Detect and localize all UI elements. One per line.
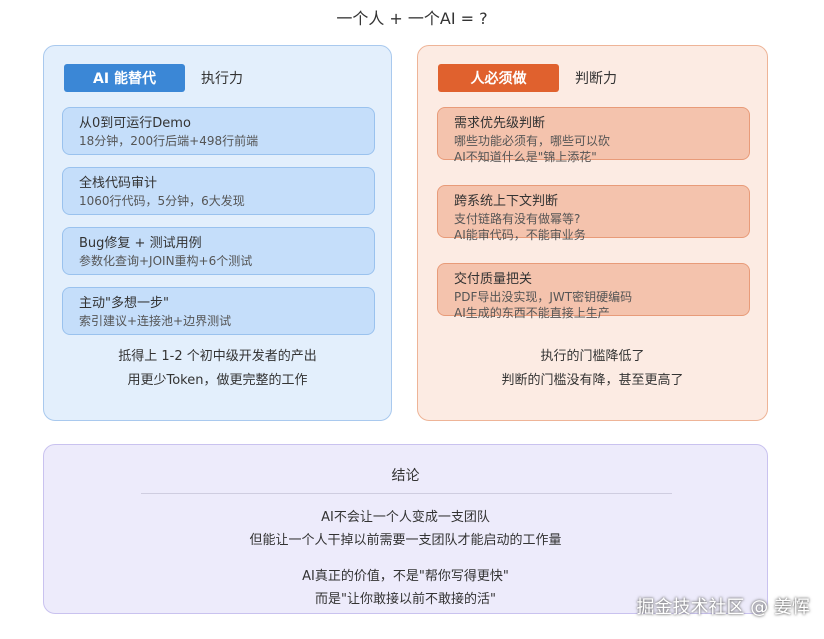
human-card: 交付质量把关 PDF导出没实现，JWT密钥硬编码 AI生成的东西不能直接上生产 (437, 263, 750, 320)
ai-panel-header: AI 能替代 执行力 (64, 64, 243, 92)
human-card: 需求优先级判断 哪些功能必须有，哪些可以砍 AI不知道什么是"锦上添花" (437, 107, 750, 164)
ai-card: 主动"多想一步" 索引建议+连接池+边界测试 (62, 287, 375, 335)
human-panel-header: 人必须做 判断力 (438, 64, 617, 92)
ai-card-desc: 索引建议+连接池+边界测试 (79, 314, 232, 328)
conclusion-title: 结论 (391, 468, 420, 484)
human-card-desc: 支付链路有没有做幂等? (454, 212, 581, 226)
ai-card-desc: 参数化查询+JOIN重构+6个测试 (79, 254, 253, 268)
human-card-desc: AI不知道什么是"锦上添花" (454, 150, 597, 164)
human-panel: 人必须做 判断力 需求优先级判断 哪些功能必须有，哪些可以砍 AI不知道什么是"… (417, 45, 768, 421)
ai-card-title: 从0到可运行Demo (79, 116, 191, 131)
human-card-desc: AI生成的东西不能直接上生产 (454, 306, 610, 320)
ai-card: Bug修复 + 测试用例 参数化查询+JOIN重构+6个测试 (62, 227, 375, 275)
human-footer-line: 执行的门槛降低了 (540, 349, 645, 364)
conclusion-panel: 结论 AI不会让一个人变成一支团队 但能让一个人干掉以前需要一支团队才能启动的工… (43, 444, 768, 614)
human-card-title: 需求优先级判断 (454, 116, 546, 131)
divider (141, 493, 672, 494)
human-card-title: 跨系统上下文判断 (454, 194, 559, 209)
ai-card-desc: 1060行代码，5分钟，6大发现 (79, 194, 245, 208)
ai-card-title: 主动"多想一步" (79, 296, 169, 311)
watermark: 掘金技术社区 @ 姜恽 (636, 597, 810, 618)
human-card-title: 交付质量把关 (454, 272, 533, 287)
conclusion-line: 但能让一个人干掉以前需要一支团队才能启动的工作量 (249, 533, 562, 548)
conclusion-line: AI不会让一个人变成一支团队 (321, 510, 490, 525)
human-card-desc: AI能审代码，不能审业务 (454, 228, 586, 242)
human-card-desc: PDF导出没实现，JWT密钥硬编码 (454, 290, 633, 304)
ai-card-title: 全栈代码审计 (79, 176, 158, 191)
ai-card-title: Bug修复 + 测试用例 (79, 236, 202, 251)
ai-footer-line: 抵得上 1-2 个初中级开发者的产出 (118, 349, 317, 364)
human-badge: 人必须做 (438, 64, 559, 92)
conclusion-line: AI真正的价值，不是"帮你写得更快" (302, 569, 509, 584)
human-footer-line: 判断的门槛没有降，甚至更高了 (501, 373, 684, 388)
ai-card: 从0到可运行Demo 18分钟，200行后端+498行前端 (62, 107, 375, 155)
ai-panel: AI 能替代 执行力 从0到可运行Demo 18分钟，200行后端+498行前端… (43, 45, 392, 421)
conclusion-line: 而是"让你敢接以前不敢接的活" (315, 592, 496, 607)
ai-footer-line: 用更少Token，做更完整的工作 (127, 373, 308, 388)
ai-badge: AI 能替代 (64, 64, 185, 92)
ai-card: 全栈代码审计 1060行代码，5分钟，6大发现 (62, 167, 375, 215)
human-header-label: 判断力 (575, 71, 617, 87)
human-card-desc: 哪些功能必须有，哪些可以砍 (454, 134, 611, 148)
diagram-title: 一个人 + 一个AI = ? (336, 9, 488, 28)
ai-header-label: 执行力 (201, 71, 243, 87)
human-card: 跨系统上下文判断 支付链路有没有做幂等? AI能审代码，不能审业务 (437, 185, 750, 242)
ai-card-desc: 18分钟，200行后端+498行前端 (79, 134, 259, 148)
